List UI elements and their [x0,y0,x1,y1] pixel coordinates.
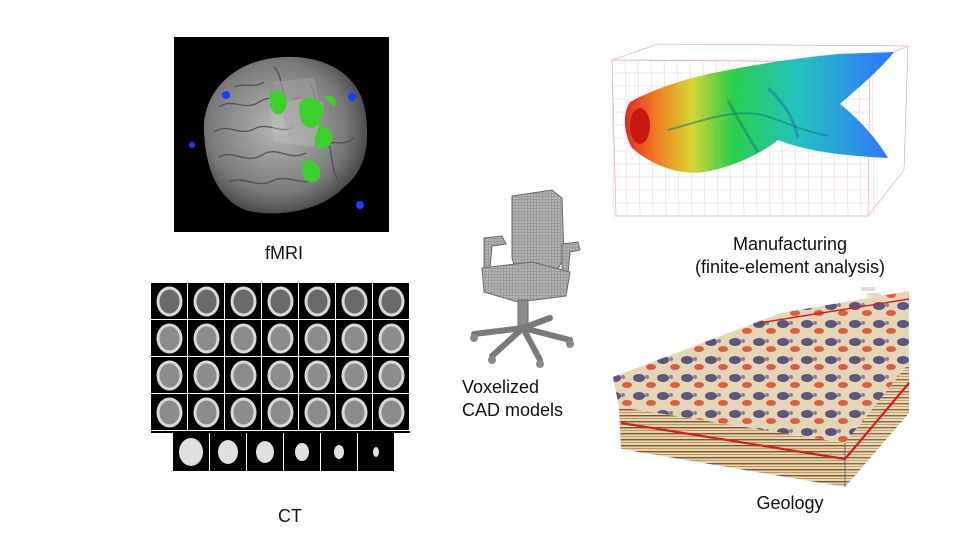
manufacturing-caption-line1: Manufacturing [732,234,848,254]
chair-render [470,189,581,368]
fmri-brain-image [174,37,389,232]
brain-render [174,37,389,232]
ct-slice [373,447,379,457]
ct-caption: CT [278,506,302,526]
ct-slice-grid [151,283,410,471]
fea-part-image [608,40,910,220]
blue-markers [189,91,364,209]
seismic-cube [613,287,910,487]
ct-slice [295,443,309,461]
activation-regions [270,90,336,183]
geology-seismic-image [609,283,911,488]
cad-caption-line2: CAD models [462,400,564,420]
cad-caption-line1: Voxelized [462,377,540,397]
geology-caption: Geology [756,493,824,513]
ct-slice [179,438,203,466]
ct-slices-image [151,283,410,473]
ct-slice [334,445,344,459]
fea-render [611,43,909,217]
fmri-caption: fMRI [265,243,303,263]
voxelized-chair-image [462,188,582,368]
ct-slice [256,441,274,463]
manufacturing-caption-line2: (finite-element analysis) [694,257,886,277]
ct-slice [218,440,238,464]
